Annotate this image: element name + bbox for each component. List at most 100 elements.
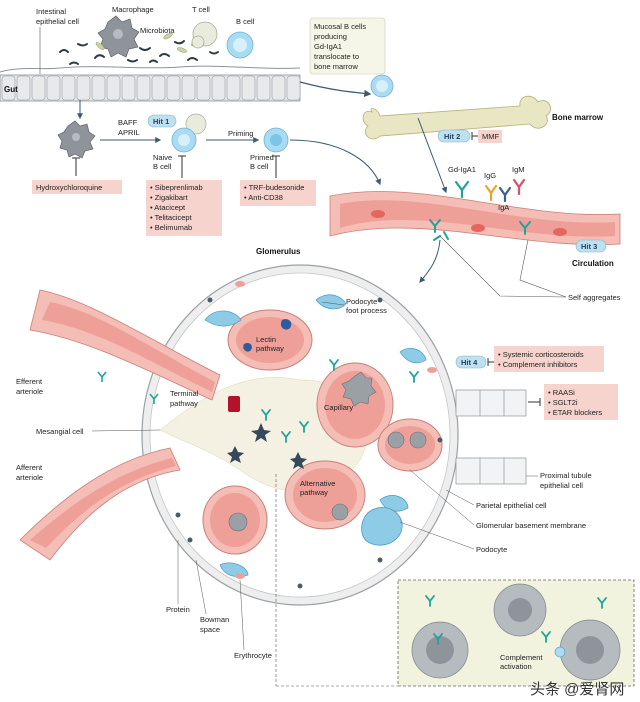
hit1_drugs-item: • Zigakibart [150,193,189,202]
afferent-arteriole [19,447,181,561]
gut-epithelial-cell [46,75,61,101]
protein-label: Protein [166,605,190,614]
t-cell [191,21,218,49]
hit1-badge: Hit 1 [147,114,177,128]
gut-label: Gut [4,85,18,94]
b-cell-gut [226,31,254,59]
hit4-therapy-list: • Systemic corticosteroids• Complement i… [498,350,584,369]
bone-marrow-label: Bone marrow [552,113,604,122]
afferent-label-line2: arteriole [16,473,43,482]
efferent-label-line2: arteriole [16,387,43,396]
alternative-label-line1: Alternative [300,479,335,488]
podocyte-label: Podocyte [476,545,507,554]
gut-epithelial-cell [61,75,76,101]
hit4_drugs-item: • Systemic corticosteroids [498,350,584,359]
capillary-bottom [202,485,268,555]
hit1_drugs-item: • Sibeprenlimab [150,183,203,192]
gbm-label: Glomerular basement membrane [476,521,586,530]
gut-epithelial-cell [121,75,136,101]
blood-vessel [329,191,621,246]
antibody-igm [512,178,526,196]
lectin-label-line1: Lectin [256,335,276,344]
gut-epithelial-cell [166,75,181,101]
gut-epithelial-cell [181,75,196,101]
gut-epithelial-cell [241,75,256,101]
lectin-label-line2: pathway [256,344,284,353]
complement-label-line1: Complement [500,653,543,662]
podocyte-foot-label-line1: Podocyte [346,297,377,306]
naive-label-line1: Naive [153,153,172,162]
hit1-therapies-box [146,180,222,236]
svg-text:Hydroxychloroquine: Hydroxychloroquine [36,183,102,192]
circulation-label: Circulation [572,259,614,268]
hit4_drugs-item: • Complement inhibitors [498,360,578,369]
hit2-badge: Hit 2 [437,129,471,143]
gut-epithelial-cell [286,75,301,101]
b-cell-migrating [370,74,394,98]
gd-iga1-label: Gd-IgA1 [448,165,476,174]
gut-epithelial-cell [16,75,31,101]
mesangial-label: Mesangial cell [36,427,84,436]
svg-text:Hit 1: Hit 1 [153,117,169,126]
microbiota-cluster [59,40,219,65]
kidney-therapies-box [544,384,618,420]
gut-epithelial-cell [31,75,46,101]
intestinal-label-line2: epithelial cell [36,17,79,26]
afferent-label-line1: Afferent [16,463,43,472]
macrophage-label: Macrophage [112,5,154,14]
vessel-aggregates [429,219,531,241]
complement-label-line2: activation [500,662,532,671]
gut-epithelial-cell [106,75,121,101]
efferent-label-line1: Efferent [16,377,43,386]
svg-text:translocate to: translocate to [314,52,359,61]
gut-epithelial-cell [76,75,91,101]
terminal-label-line2: pathway [170,399,198,408]
mucosal-note: Mucosal B cells producing Gd-IgA1 transl… [309,17,386,75]
gut-epithelial-cell [196,75,211,101]
primed_drugs-item: • TRF-budesonide [244,183,304,192]
hit4-therapies-box [494,346,604,372]
kidney-therapy-list: • RAASi• SGLT2i• ETAR blockers [548,388,602,417]
april-label: APRIL [118,128,140,137]
hydroxychloroquine-box: Hydroxychloroquine [32,180,122,194]
intestinal-label-line1: Intestinal [36,7,66,16]
macrophage-cell [97,15,140,58]
hit1_drugs-item: • Telitacicept [150,213,193,222]
macrophage-cell-2 [57,120,96,159]
hit1-therapy-list: • Sibeprenlimab• Zigakibart• Atacicept• … [150,183,203,232]
gut-epithelial-cell [1,75,16,101]
antibody-iga [498,186,512,203]
primed-label-line2: B cell [250,162,269,171]
svg-text:Gd-IgA1: Gd-IgA1 [314,42,342,51]
podocyte-foot-label-line2: foot process [346,306,387,315]
gut-epithelial-cell [271,75,286,101]
capillary-right [377,418,443,472]
svg-text:Hit 3: Hit 3 [581,242,597,251]
primed-therapy-list: • TRF-budesonide• Anti-CD38 [244,183,304,202]
gut-epithelial-cell [136,75,151,101]
svg-text:Hit 2: Hit 2 [444,132,460,141]
svg-text:producing: producing [314,32,347,41]
capillary-alternative [284,460,366,530]
bowman-label-line2: space [200,625,220,634]
parietal-label: Parietal epithelial cell [476,501,547,510]
erythrocyte-label: Erythrocyte [234,651,272,660]
capillary-label: Capillary [324,403,353,412]
gut-epithelial-cell [256,75,271,101]
hit3-badge: Hit 3 [575,239,607,253]
mesangial-stars [227,423,307,469]
terminal-complex [228,396,240,412]
primed-label-line1: Primed [250,153,274,162]
hit1_drugs-item: • Belimumab [150,223,192,232]
proximal-label-line2: epithelial cell [540,481,583,490]
bowman-proteins [175,297,443,589]
efferent-arteriole [29,289,221,404]
glomerulus-label: Glomerulus [256,247,301,256]
terminal-label-line1: Terminal [170,389,199,398]
gut-epithelial-cell [226,75,241,101]
hit4-badge: Hit 4 [455,355,487,369]
capillary-main [316,362,394,448]
t-cell-label: T cell [192,5,210,14]
gut-epithelium [0,74,301,102]
